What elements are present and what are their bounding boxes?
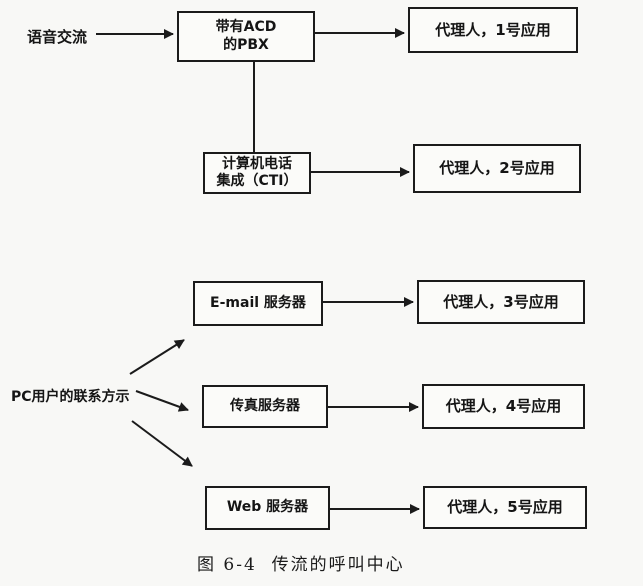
node-web-server: Web 服务器 bbox=[205, 486, 330, 530]
node-agent-app5: 代理人，5号应用 bbox=[423, 486, 587, 529]
node-agent-app1-label: 代理人，1号应用 bbox=[435, 20, 551, 39]
label-pc-contact-methods: PC用户的联系方示 bbox=[11, 389, 130, 405]
node-web-server-label: Web 服务器 bbox=[226, 499, 309, 516]
node-email-server: E-mail 服务器 bbox=[193, 281, 323, 326]
label-voice-input: 语音交流 bbox=[27, 28, 88, 46]
node-agent-app5-label: 代理人，5号应用 bbox=[447, 498, 563, 517]
node-fax-server-label: 传真服务器 bbox=[230, 397, 300, 414]
node-agent-app2: 代理人，2号应用 bbox=[413, 144, 581, 193]
node-agent-app4-label: 代理人，4号应用 bbox=[445, 397, 562, 416]
arrow-pc-to-fax bbox=[135, 390, 189, 412]
node-agent-app3: 代理人，3号应用 bbox=[417, 280, 585, 324]
node-pbx-line2: 的PBX bbox=[223, 36, 269, 53]
arrow-pc-to-email bbox=[129, 339, 185, 375]
node-fax-server: 传真服务器 bbox=[202, 385, 328, 428]
node-agent-app2-label: 代理人，2号应用 bbox=[439, 159, 555, 178]
node-cti-line1: 计算机电话 bbox=[222, 155, 292, 172]
node-cti: 计算机电话 集成（CTI） bbox=[203, 152, 311, 194]
node-agent-app1: 代理人，1号应用 bbox=[408, 7, 578, 53]
node-pbx-line1: 带有ACD bbox=[215, 19, 277, 35]
figure-caption: 图 6-4 传流的呼叫中心 bbox=[197, 555, 405, 575]
node-pbx-with-acd: 带有ACD 的PBX bbox=[177, 11, 315, 62]
node-cti-line2: 集成（CTI） bbox=[216, 173, 298, 189]
node-agent-app4: 代理人，4号应用 bbox=[422, 384, 585, 429]
arrow-pc-to-web bbox=[131, 420, 193, 467]
node-email-server-label: E-mail 服务器 bbox=[210, 294, 306, 311]
node-agent-app3-label: 代理人，3号应用 bbox=[443, 292, 559, 311]
